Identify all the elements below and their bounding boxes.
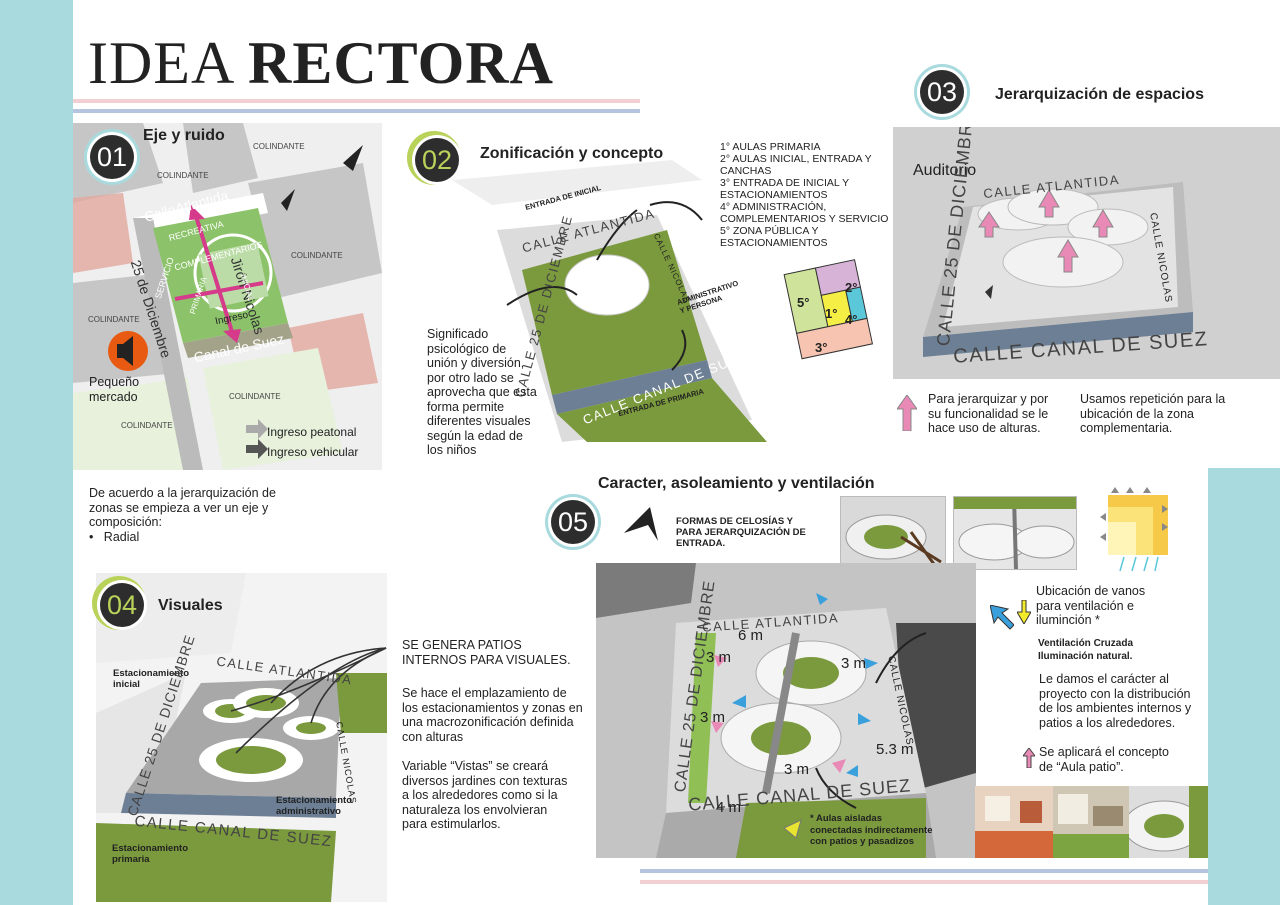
s05-plan-map: CALLE ATLANTIDA CALLE 25 DE DICIEMBRE CA… bbox=[596, 563, 976, 858]
pink-arrow-icon bbox=[896, 394, 918, 432]
s01-site-map: COLINDANTE COLINDANTE COLINDANTE COLINDA… bbox=[73, 123, 382, 470]
s01-colindante-5: COLINDANTE bbox=[229, 392, 281, 401]
s01-legend-vehicular: Ingreso vehicular bbox=[267, 445, 359, 459]
pink-small-arrow-icon bbox=[1022, 747, 1036, 769]
s02-number-badge: 02 bbox=[415, 138, 459, 182]
s01-colindante-2: COLINDANTE bbox=[157, 171, 209, 180]
yellow-arrow-icon bbox=[1016, 599, 1032, 625]
s05-dim-1: 6 m bbox=[738, 627, 764, 644]
s05-dim-5: 5.3 m bbox=[876, 741, 914, 758]
s02-zone-5: 5° bbox=[797, 295, 810, 310]
s05-title: Caracter, asoleamiento y ventilación bbox=[598, 475, 875, 492]
right-decor-band bbox=[1208, 468, 1280, 905]
s03-heights-map: Auditorio CALLE ATLANTIDA CALLE 25 DE DI… bbox=[893, 127, 1280, 379]
s05-photo-render-patio bbox=[1129, 786, 1208, 858]
s03-auditorio: Auditorio bbox=[913, 162, 977, 179]
s02-zone-3: 3° bbox=[815, 340, 828, 355]
s05-dim-3: 3 m bbox=[841, 655, 867, 672]
s01-title: Eje y ruido bbox=[143, 127, 225, 144]
s02-zone-2: 2° bbox=[845, 280, 858, 295]
s05-photo-classroom-1 bbox=[975, 786, 1053, 858]
s05-number-badge: 05 bbox=[551, 500, 595, 544]
north-arrow-icon bbox=[618, 503, 662, 547]
s02-title: Zonificación y concepto bbox=[480, 145, 664, 162]
s02-zone-diagram: 2° 1° 4° 5° 3° bbox=[775, 257, 875, 369]
left-decor-band bbox=[0, 0, 73, 905]
s01-colindante-1: COLINDANTE bbox=[253, 142, 305, 151]
s04-title: Visuales bbox=[158, 597, 223, 614]
s01-number-badge: 01 bbox=[90, 135, 134, 179]
s02-zoning-map: ENTRADA DE INICIAL CALLE ATLANTIDA CALLE… bbox=[412, 160, 798, 442]
s05-photo-classroom-2 bbox=[1053, 786, 1129, 858]
s02-zone-4: 4° bbox=[845, 312, 858, 327]
s05-sun-diagram bbox=[1100, 487, 1170, 572]
blue-arrow-icon bbox=[989, 604, 1015, 631]
s05-dim-7: 4 m bbox=[716, 799, 742, 816]
page-title: IDEA RECTORA bbox=[88, 30, 554, 96]
title-rule-blue bbox=[73, 109, 640, 113]
s05-render-celosia-2 bbox=[953, 496, 1077, 570]
s03-title: Jerarquización de espacios bbox=[995, 86, 1204, 103]
s03-number-badge: 03 bbox=[920, 70, 964, 114]
bottom-rule-blue bbox=[640, 869, 1208, 873]
s01-colindante-3: COLINDANTE bbox=[291, 251, 343, 260]
s05-dim-6: 3 m bbox=[784, 761, 810, 778]
s05-dim-4: 3 m bbox=[700, 709, 726, 726]
s04-number-badge: 04 bbox=[100, 583, 144, 627]
s01-legend-peatonal: Ingreso peatonal bbox=[267, 425, 357, 439]
s05-dim-2: 3 m bbox=[706, 649, 732, 666]
bottom-rule-pink bbox=[640, 880, 1208, 884]
s05-render-celosia-1 bbox=[840, 496, 946, 570]
s01-bullet-radial: Radial bbox=[103, 529, 140, 544]
title-rule-pink bbox=[73, 99, 640, 103]
s01-colindante-4: COLINDANTE bbox=[88, 315, 140, 324]
s02-zone-1: 1° bbox=[825, 306, 838, 321]
s01-colindante-6: COLINDANTE bbox=[121, 421, 173, 430]
